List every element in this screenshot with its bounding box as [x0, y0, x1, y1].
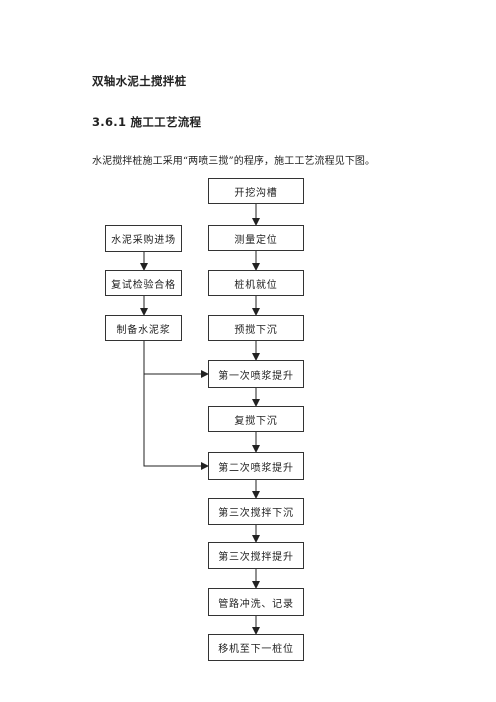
- flow-step-premix-sink: 预搅下沉: [208, 315, 304, 341]
- flow-step-first-spray: 第一次喷浆提升: [208, 360, 304, 388]
- flow-step-survey: 测量定位: [208, 225, 304, 251]
- feed-line-second-spray: [143, 374, 209, 470]
- flow-side-retest: 复试检验合格: [105, 270, 182, 296]
- flow-side-cement-purchase: 水泥采购进场: [105, 225, 182, 252]
- doc-title: 双轴水泥土搅拌桩: [92, 74, 187, 88]
- flow-step-rig-position: 桩机就位: [208, 270, 304, 296]
- flow-step-third-mix-lift: 第三次搅拌提升: [208, 542, 304, 569]
- flow-step-second-spray: 第二次喷浆提升: [208, 452, 304, 480]
- feed-line-first-spray: [143, 341, 209, 378]
- flow-side-prepare-slurry: 制备水泥浆: [105, 315, 182, 341]
- flow-step-flush-record: 管路冲洗、记录: [208, 588, 304, 616]
- flow-step-remix-sink: 复搅下沉: [208, 406, 304, 432]
- flow-step-move-next: 移机至下一桩位: [208, 634, 304, 661]
- intro-paragraph: 水泥搅拌桩施工采用“两喷三搅”的程序，施工工艺流程见下图。: [92, 156, 376, 167]
- flow-step-third-mix-sink: 第三次搅拌下沉: [208, 498, 304, 525]
- section-heading: 3.6.1 施工工艺流程: [92, 115, 202, 129]
- flow-step-trench: 开挖沟槽: [208, 178, 304, 204]
